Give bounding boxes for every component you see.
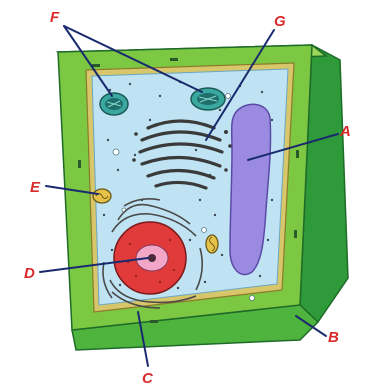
nucleus: [114, 222, 186, 294]
chloroplast-right: [191, 88, 225, 110]
label-d: D: [24, 265, 35, 282]
label-f: F: [50, 9, 60, 26]
label-e: E: [30, 179, 41, 196]
label-b: B: [328, 329, 339, 346]
chloroplast-left: [100, 93, 128, 115]
label-a: A: [339, 123, 351, 140]
mitochondrion-right: [206, 235, 218, 253]
label-c: C: [142, 370, 154, 387]
label-g: G: [274, 13, 286, 30]
nucleolus-core: [148, 254, 156, 262]
mitochondrion-left: [93, 189, 111, 203]
